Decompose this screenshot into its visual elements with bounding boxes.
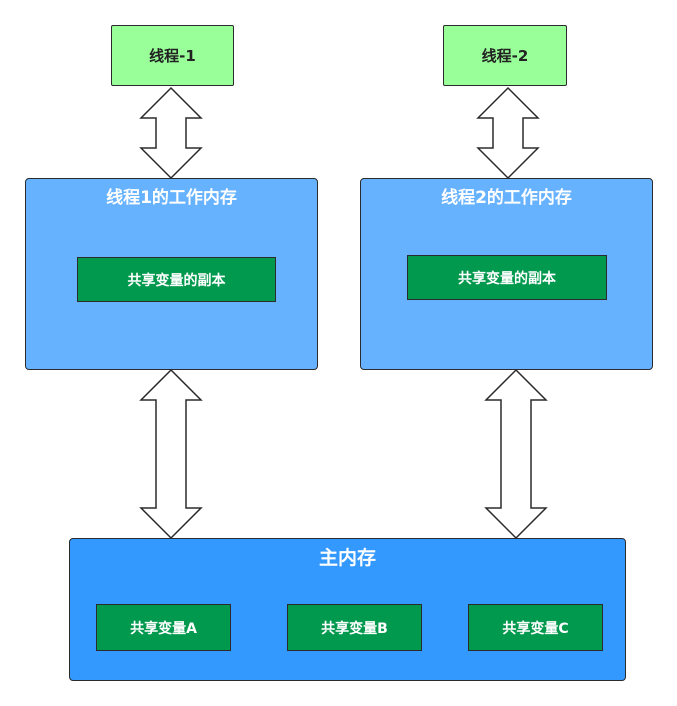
thread-1-shared-variable-copy: 共享变量的副本 bbox=[77, 257, 276, 302]
arrow-thread2-work2 bbox=[476, 86, 540, 180]
thread-1-label: 线程-1 bbox=[149, 47, 196, 65]
thread-2-shared-variable-copy: 共享变量的副本 bbox=[407, 255, 607, 300]
thread-1-working-memory: 线程1的工作内存 共享变量的副本 bbox=[25, 178, 318, 370]
shared-variable-b-label: 共享变量B bbox=[321, 620, 388, 637]
thread-1-working-memory-title: 线程1的工作内存 bbox=[106, 188, 237, 208]
main-memory-title: 主内存 bbox=[318, 547, 376, 569]
shared-variable-a: 共享变量A bbox=[96, 604, 231, 651]
thread-1-box: 线程-1 bbox=[111, 25, 234, 86]
main-memory: 主内存 共享变量A 共享变量B 共享变量C bbox=[69, 538, 626, 681]
shared-variable-b: 共享变量B bbox=[287, 604, 422, 651]
thread-1-copy-label: 共享变量的副本 bbox=[127, 272, 226, 289]
shared-variable-c-label: 共享变量C bbox=[502, 620, 569, 637]
thread-2-label: 线程-2 bbox=[481, 47, 529, 65]
thread-2-working-memory-title: 线程2的工作内存 bbox=[441, 188, 572, 208]
thread-2-box: 线程-2 bbox=[443, 25, 567, 86]
arrow-work2-main bbox=[484, 368, 548, 540]
thread-2-working-memory: 线程2的工作内存 共享变量的副本 bbox=[360, 178, 653, 370]
thread-2-copy-label: 共享变量的副本 bbox=[458, 270, 556, 287]
arrow-work1-main bbox=[139, 368, 203, 540]
shared-variable-c: 共享变量C bbox=[468, 604, 603, 651]
shared-variable-a-label: 共享变量A bbox=[130, 620, 197, 637]
arrow-thread1-work1 bbox=[139, 86, 203, 180]
